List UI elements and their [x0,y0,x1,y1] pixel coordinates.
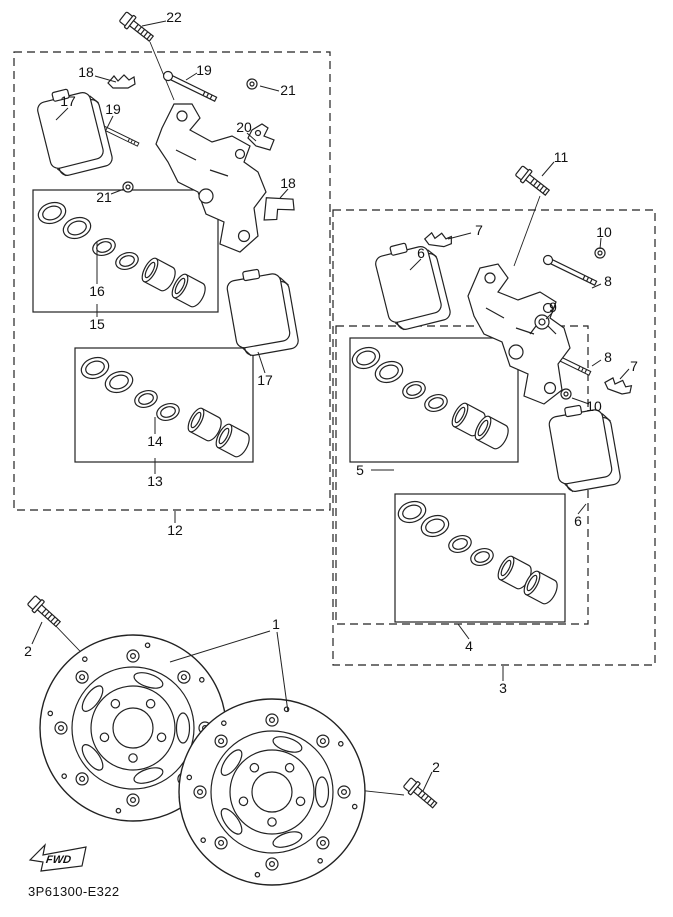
dashed-box-12 [13,51,331,511]
part-callout-4: 4 [465,638,473,654]
part-callout-16: 16 [89,283,105,299]
right-caliper-assembly [348,163,634,608]
seal-piston-group-5-upper [348,343,513,453]
seal-piston-group-5-lower [394,497,562,608]
caliper-bracket-right [467,263,571,405]
part-callout-6: 6 [574,513,582,529]
part-callout-3: 3 [499,680,507,696]
part-callout-2: 2 [24,643,32,659]
bolt-2-right [401,775,441,812]
bolt-2-left [25,593,64,631]
part-callout-13: 13 [147,473,163,489]
washer-10-lower [560,388,572,400]
seal-piston-group-13-14 [77,353,254,461]
part-callout-21: 21 [96,189,112,205]
pad-spring-18-left [107,74,136,89]
fwd-arrow: FWD [28,843,87,872]
part-callout-14: 14 [147,433,163,449]
part-callout-11: 11 [553,149,569,165]
part-callout-9: 9 [549,299,557,315]
part-callout-6: 6 [417,245,425,261]
part-callout-17: 17 [60,93,76,109]
part-callout-7: 7 [630,358,638,374]
part-callout-5: 5 [356,462,364,478]
caliper-bracket-left-details [175,110,251,243]
diagram-code: 3P61300-E322 [28,884,120,899]
brake-pad-6-right [546,399,623,495]
part-callout-19: 19 [196,62,212,78]
washer-21-upper [246,78,258,90]
leader-lines [31,20,630,792]
brake-pad-17-right [224,263,301,359]
washer-21-lower [122,181,134,193]
part-callout-1: 1 [272,616,280,632]
part-callout-21: 21 [280,82,296,98]
spring-9 [529,314,557,335]
part-callout-10: 10 [586,398,602,414]
dashed-box-3 [332,209,656,666]
part-callout-18: 18 [78,64,94,80]
bolt-22 [117,9,157,46]
part-callout-12: 12 [167,522,183,538]
part-callout-7: 7 [475,222,483,238]
washer-10-upper [594,247,606,259]
part-callout-20: 20 [236,119,252,135]
pad-spring-7-right [602,374,634,397]
part-callout-18: 18 [280,175,296,191]
caliper-bracket-left [155,103,267,253]
group-boxes [13,51,656,666]
retainer-20 [247,123,275,151]
part-callout-19: 19 [105,101,121,117]
brake-pad-6-left [371,235,453,334]
part-callout-8: 8 [604,349,612,365]
part-callout-8: 8 [604,273,612,289]
fwd-label: FWD [45,854,72,866]
pad-shim-18-right [263,197,295,221]
brake-disc-2 [178,698,366,886]
part-callout-15: 15 [89,316,105,332]
part-callout-22: 22 [166,9,182,25]
solid-box-5-lower [394,493,566,623]
dashed-box-4 [335,325,589,625]
bolt-11 [513,163,553,200]
part-callout-2: 2 [432,759,440,775]
seal-piston-group-16 [34,198,210,311]
part-callout-10: 10 [596,224,612,240]
solid-box-5-upper [349,337,519,463]
solid-box-13-14 [74,347,254,463]
part-callout-17: 17 [257,372,273,388]
pad-pin-8-upper [541,253,599,288]
left-caliper-assembly [33,9,301,461]
